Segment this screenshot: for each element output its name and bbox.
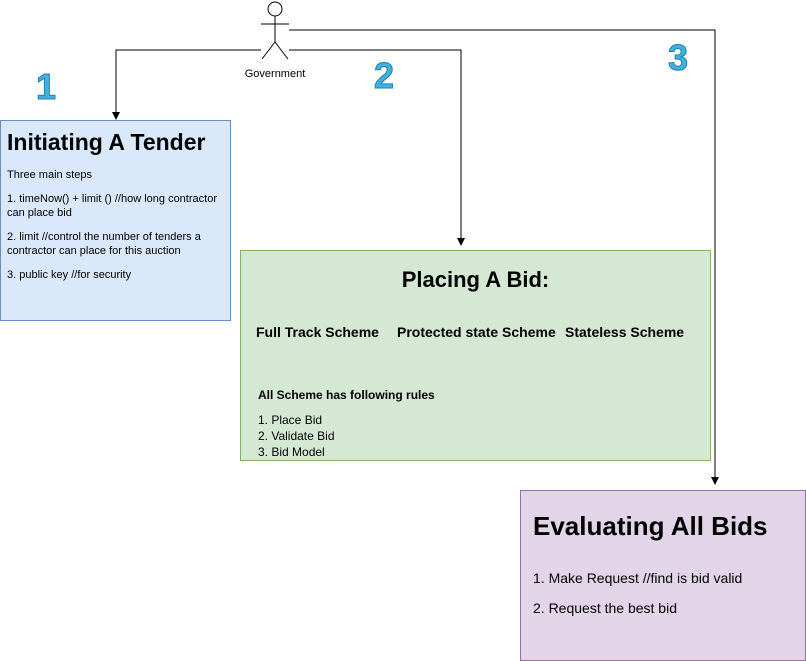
step-number-2: 2 [373, 55, 395, 96]
connector-to-evaluate [289, 29, 719, 485]
rules-list: 1. Place Bid 2. Validate Bid 3. Bid Mode… [258, 412, 335, 460]
connector-to-tender [112, 49, 261, 120]
evaluate-item-2: 2. Request the best bid [533, 600, 677, 616]
tender-box: Initiating A Tender Three main steps 1. … [0, 120, 231, 321]
tender-intro: Three main steps [7, 169, 92, 181]
step-number-1: 1 [35, 66, 57, 107]
rule-item: 2. Validate Bid [258, 429, 335, 443]
actor-label: Government [244, 68, 306, 80]
rule-item: 3. Bid Model [258, 445, 325, 459]
bid-title: Placing A Bid: [401, 267, 550, 292]
tender-step-1: 1. timeNow() + limit () //how long contr… [7, 193, 217, 219]
scheme-full-track: Full Track Scheme [256, 324, 379, 340]
step-number-3: 3 [667, 37, 689, 78]
scheme-protected-state: Protected state Scheme [397, 324, 556, 340]
stick-figure-actor-icon [261, 1, 289, 60]
rules-heading: All Scheme has following rules [258, 388, 435, 402]
evaluate-box: Evaluating All Bids 1. Make Request //fi… [520, 490, 806, 661]
connector-to-bid [289, 49, 465, 246]
tender-title: Initiating A Tender [7, 129, 206, 155]
evaluate-item-1: 1. Make Request //find is bid valid [533, 570, 743, 586]
evaluate-title: Evaluating All Bids [533, 511, 768, 541]
bid-box: Placing A Bid: Full Track Scheme Protect… [240, 250, 711, 461]
tender-step-2: 2. limit //control the number of tenders… [7, 231, 201, 257]
tender-step-3: 3. public key //for security [7, 269, 132, 281]
rule-item: 1. Place Bid [258, 413, 323, 427]
scheme-stateless: Stateless Scheme [565, 324, 685, 340]
